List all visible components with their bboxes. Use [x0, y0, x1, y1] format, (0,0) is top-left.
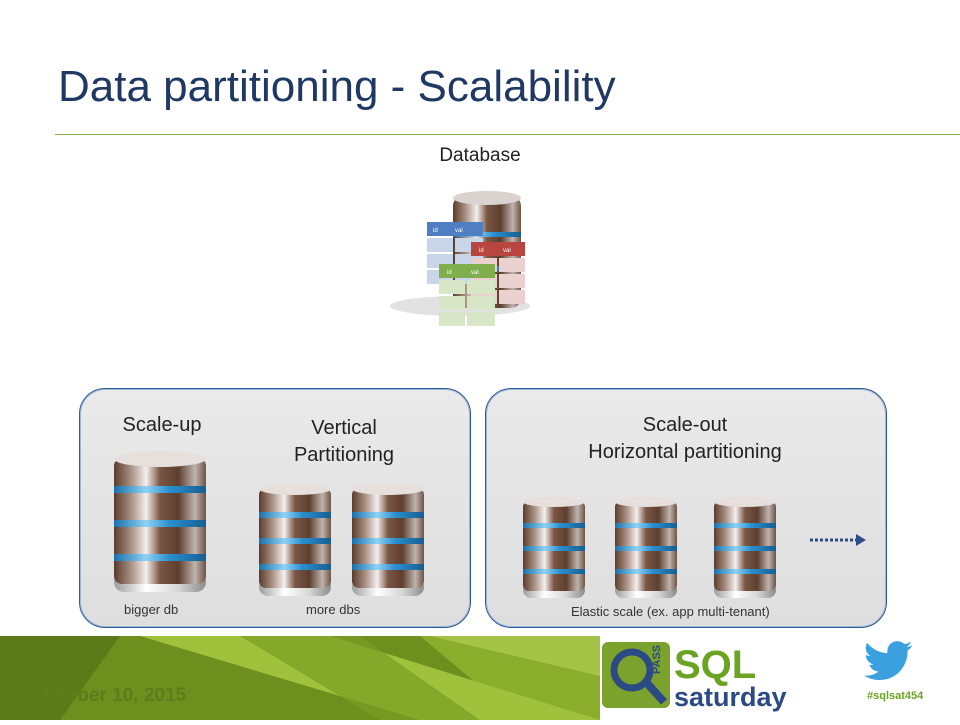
svg-text:saturday: saturday: [674, 682, 787, 712]
svg-text:id: id: [479, 248, 484, 254]
database-hero-icon: id val id val id val: [375, 188, 545, 343]
shard-database-1-icon: [520, 496, 588, 605]
dotted-arrow-icon: [808, 532, 868, 553]
svg-text:val: val: [455, 228, 463, 234]
green-table-icon: id val: [439, 264, 495, 326]
sql-saturday-logo: PASS SQL saturday: [602, 640, 802, 717]
vertical-title-line1: Vertical: [311, 417, 377, 439]
scale-out-title: Scale-out Horizontal partitioning: [485, 412, 885, 466]
bigger-db-caption: bigger db: [124, 602, 179, 617]
scale-up-title: Scale-up: [122, 414, 202, 436]
svg-text:PASS: PASS: [651, 645, 663, 674]
shard-database-3-icon: [711, 496, 779, 605]
footer-banner: [0, 636, 960, 720]
database-label: Database: [439, 145, 521, 166]
vertical-partitioning-title: Vertical Partitioning: [262, 415, 426, 469]
footer-date: October 10, 2015: [34, 685, 187, 706]
svg-text:id: id: [447, 270, 452, 276]
svg-text:SQL: SQL: [674, 643, 756, 687]
elastic-scale-caption: Elastic scale (ex. app multi-tenant): [571, 604, 770, 619]
more-dbs-caption: more dbs: [306, 602, 361, 617]
bigger-database-icon: [110, 450, 210, 603]
svg-text:id: id: [433, 228, 438, 234]
twitter-bird-icon: [860, 640, 916, 689]
scale-out-title-line1: Scale-out: [642, 414, 728, 436]
svg-text:val: val: [503, 248, 511, 254]
scale-out-title-line2: Horizontal partitioning: [588, 441, 782, 463]
vertical-database-1-icon: [256, 482, 334, 603]
svg-text:val: val: [471, 270, 479, 276]
vertical-title-line2: Partitioning: [293, 444, 395, 466]
vertical-database-2-icon: [349, 482, 427, 603]
shard-database-2-icon: [612, 496, 680, 605]
slide-title: Data partitioning - Scalability: [58, 62, 616, 111]
title-divider: [55, 134, 960, 135]
hashtag-label: #sqlsat454: [867, 690, 924, 702]
